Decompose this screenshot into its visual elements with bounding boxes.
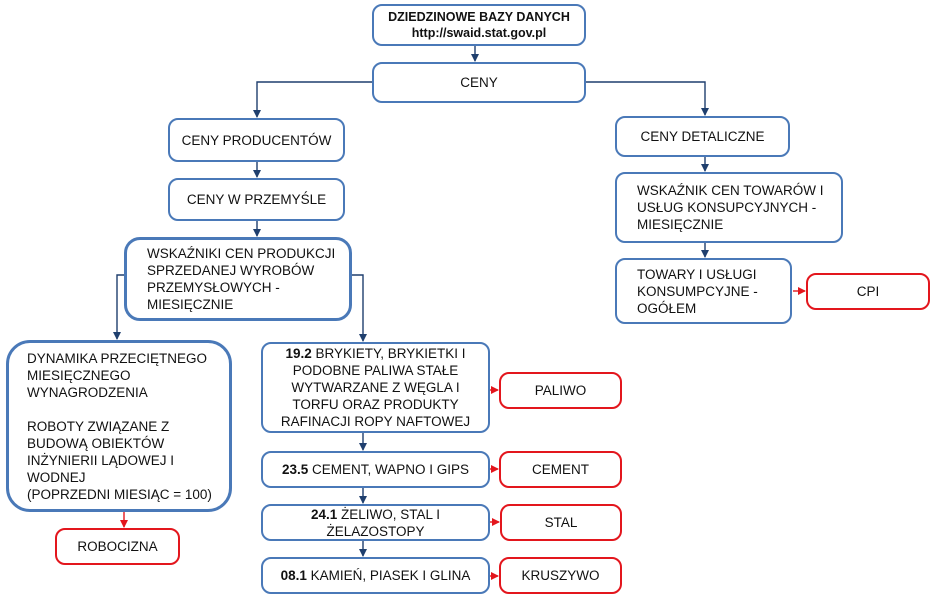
dynamika-line: DYNAMIKA PRZECIĘTNEGO	[27, 350, 208, 366]
dynamika-roboty-box: DYNAMIKA PRZECIĘTNEGO MIESIĘCZNEGO WYNAG…	[6, 340, 232, 512]
wskaznik-line: USŁUG KONSUPCYJNYCH -	[637, 200, 817, 215]
ceny-w-przemysle-box: CENY W PRZEMYŚLE	[168, 178, 345, 221]
category-line: KAMIEŃ, PIASEK I GLINA	[306, 568, 471, 583]
kruszywo-label: KRUSZYWO	[521, 568, 600, 583]
ceny-producentow-box: CENY PRODUCENTÓW	[168, 118, 345, 162]
towary-line: KONSUMPCYJNE -	[637, 283, 758, 299]
wskazniki-line: PRZEMYSŁOWYCH -	[147, 280, 280, 295]
dynamika-line: MIESIĘCZNEGO	[27, 367, 131, 383]
wskaznik-line: MIESIĘCZNIE	[637, 217, 724, 232]
category-line: ŻELAZOSTOPY	[326, 523, 425, 539]
category-23-5-box: 23.5 CEMENT, WAPNO I GIPS	[261, 451, 490, 488]
arrow-wskazniki-to-left	[113, 274, 124, 340]
ceny-detaliczne-box: CENY DETALICZNE	[615, 116, 790, 157]
arrow-wskazniki-to-categories	[352, 274, 367, 342]
title-line-1: DZIEDZINOWE BAZY DANYCH	[388, 10, 570, 24]
category-code: 19.2	[285, 346, 312, 361]
ceny-producentow-label: CENY PRODUCENTÓW	[181, 132, 332, 148]
towary-line: TOWARY I USŁUGI	[637, 266, 757, 282]
robocizna-box: ROBOCIZNA	[55, 528, 180, 565]
cement-label: CEMENT	[532, 462, 589, 477]
category-line: CEMENT, WAPNO I GIPS	[308, 462, 470, 477]
category-line: WYTWARZANE Z WĘGLA I	[291, 380, 460, 395]
ceny-label: CENY	[460, 75, 498, 90]
paliwo-label: PALIWO	[534, 383, 587, 398]
title-box: DZIEDZINOWE BAZY DANYCH http://swaid.sta…	[372, 4, 586, 46]
wskazniki-line: SPRZEDANEJ WYROBÓW	[147, 263, 315, 278]
title-url: http://swaid.stat.gov.pl	[411, 26, 547, 40]
category-code: 24.1	[310, 506, 338, 522]
robocizna-label: ROBOCIZNA	[77, 539, 158, 554]
wskazniki-line: MIESIĘCZNIE	[147, 297, 234, 312]
category-line: RAFINACJI ROPY NAFTOWEJ	[280, 414, 471, 429]
category-line: PODOBNE PALIWA STAŁE	[292, 363, 459, 378]
roboty-line: WODNEJ	[27, 469, 86, 485]
wskaznik-cen-towarow-box: WSKAŹNIK CEN TOWARÓW I USŁUG KONSUPCYJNY…	[615, 172, 843, 243]
wskazniki-cen-produkcji-box: WSKAŹNIKI CEN PRODUKCJI SPRZEDANEJ WYROB…	[124, 237, 352, 321]
category-code: 23.5	[281, 462, 309, 477]
arrow-ceny-to-retail	[585, 81, 709, 116]
ceny-box: CENY	[372, 62, 586, 103]
kruszywo-box: KRUSZYWO	[499, 557, 622, 594]
towary-line: OGÓŁEM	[637, 300, 697, 316]
arrow-ceny-to-producer	[253, 81, 372, 118]
ceny-detaliczne-label: CENY DETALICZNE	[640, 129, 765, 144]
category-24-1-box: 24.1 ŻELIWO, STAL I ŻELAZOSTOPY	[261, 504, 490, 541]
wskazniki-line: WSKAŹNIKI CEN PRODUKCJI	[147, 246, 336, 261]
wskaznik-line: WSKAŹNIK CEN TOWARÓW I	[637, 183, 824, 198]
ceny-w-przemysle-label: CENY W PRZEMYŚLE	[186, 192, 327, 207]
paliwo-box: PALIWO	[499, 372, 622, 409]
roboty-line: ROBOTY ZWIĄZANE Z	[27, 418, 170, 434]
stal-box: STAL	[500, 504, 622, 541]
roboty-line: BUDOWĄ OBIEKTÓW	[27, 435, 165, 451]
cement-box: CEMENT	[499, 451, 622, 488]
cpi-label: CPI	[856, 284, 880, 299]
category-08-1-box: 08.1 KAMIEŃ, PIASEK I GLINA	[261, 557, 490, 594]
category-line: ŻELIWO, STAL I	[337, 506, 441, 522]
roboty-line: (POPRZEDNI MIESIĄC = 100)	[27, 486, 212, 502]
cpi-box: CPI	[806, 273, 930, 310]
category-line: BRYKIETY, BRYKIETKI I	[311, 346, 466, 361]
roboty-line: INŻYNIERII LĄDOWEJ I	[27, 452, 175, 468]
category-19-2-box: 19.2 BRYKIETY, BRYKIETKI I PODOBNE PALIW…	[261, 342, 490, 433]
stal-label: STAL	[544, 515, 578, 530]
category-code: 08.1	[280, 568, 307, 583]
towary-uslugi-box: TOWARY I USŁUGI KONSUMPCYJNE - OGÓŁEM	[615, 258, 792, 324]
category-line: TORFU ORAZ PRODUKTY	[292, 397, 459, 412]
dynamika-line: WYNAGRODZENIA	[27, 384, 148, 400]
